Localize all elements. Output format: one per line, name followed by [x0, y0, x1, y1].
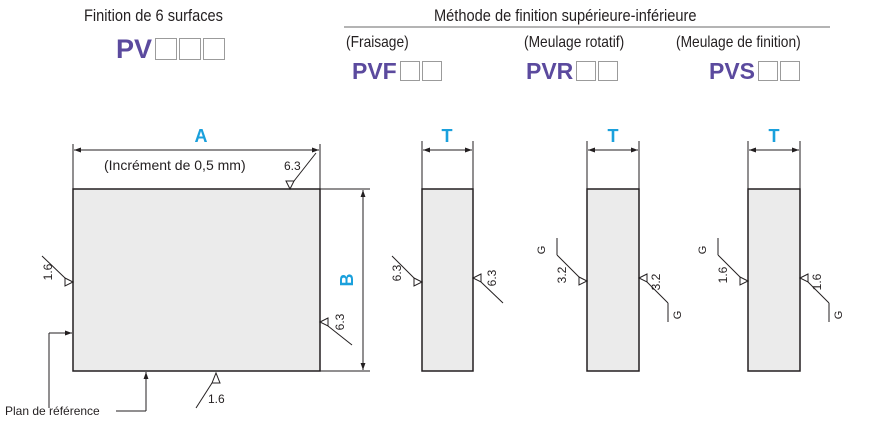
reference-plane-label: Plan de référence — [5, 404, 100, 418]
milling-block — [421, 188, 474, 372]
code-rotary: PVR — [526, 57, 619, 84]
finish-grind-side-view: T G 1.6 1.6 G — [697, 126, 845, 372]
roughness-left: 1.6 — [41, 255, 75, 287]
code-six-face-prefix: PV — [116, 33, 153, 64]
rotary-right-roughness: 3.2 — [649, 273, 663, 290]
increment-note: (Incrément de 0,5 mm) — [104, 157, 246, 173]
code-placeholder-box — [421, 61, 442, 81]
finish-grind-block — [747, 188, 801, 372]
code-rotary-prefix: PVR — [526, 57, 574, 84]
code-placeholder-box — [758, 61, 779, 81]
code-placeholder-box — [598, 61, 619, 81]
main-block — [72, 188, 321, 372]
code-placeholder-box — [203, 38, 226, 60]
roughness-bottom: 1.6 — [195, 371, 225, 409]
dim-b-label: B — [337, 274, 357, 287]
rotary-side-view: T G 3.2 3.2 G — [536, 126, 684, 372]
code-finish-grind: PVS — [709, 57, 801, 84]
code-six-face: PV — [116, 33, 226, 64]
code-placeholder-box — [576, 61, 597, 81]
rotary-left-roughness: 3.2 — [555, 266, 569, 283]
code-placeholder-box — [155, 38, 178, 60]
code-placeholder-box — [179, 38, 202, 60]
rotary-left-g: G — [536, 246, 548, 255]
code-placeholder-box — [780, 61, 801, 81]
code-milling-prefix: PVF — [352, 57, 397, 84]
finish-grind-right-g: G — [833, 311, 845, 320]
rotary-block — [586, 188, 640, 372]
roughness-top-value: 6.3 — [284, 159, 301, 173]
dim-t-label: T — [442, 126, 453, 146]
reference-plane-leaders: Plan de référence — [5, 330, 149, 418]
roughness-left-value: 1.6 — [41, 263, 55, 280]
top-bottom-method-title: Méthode de finition supérieure-inférieur… — [434, 6, 697, 25]
milling-label: (Fraisage) — [346, 34, 409, 51]
roughness-top: 6.3 — [284, 152, 317, 191]
code-finish-grind-prefix: PVS — [709, 57, 756, 84]
finish-grind-right-roughness: 1.6 — [810, 273, 824, 290]
code-placeholder-box — [399, 61, 420, 81]
dim-t-label: T — [608, 126, 619, 146]
finish-grind-left-g: G — [697, 246, 709, 255]
code-milling: PVF — [352, 58, 442, 84]
dim-a-label: A — [195, 126, 208, 146]
roughness-right: 6.3 — [318, 313, 353, 346]
roughness-bottom-value: 1.6 — [208, 392, 225, 406]
milling-side-view: T 6.3 6.3 — [390, 126, 504, 372]
dim-t-label: T — [769, 126, 780, 146]
six-face-finish-title: Finition de 6 surfaces — [84, 6, 223, 25]
milling-right-roughness: 6.3 — [485, 269, 499, 286]
milling-left-roughness: 6.3 — [390, 264, 404, 281]
rotary-right-g: G — [672, 311, 684, 320]
finish-grinding-label: (Meulage de finition) — [676, 34, 801, 51]
roughness-right-value: 6.3 — [333, 313, 347, 330]
rotary-grinding-label: (Meulage rotatif) — [524, 34, 625, 51]
finish-grind-left-roughness: 1.6 — [716, 266, 730, 283]
